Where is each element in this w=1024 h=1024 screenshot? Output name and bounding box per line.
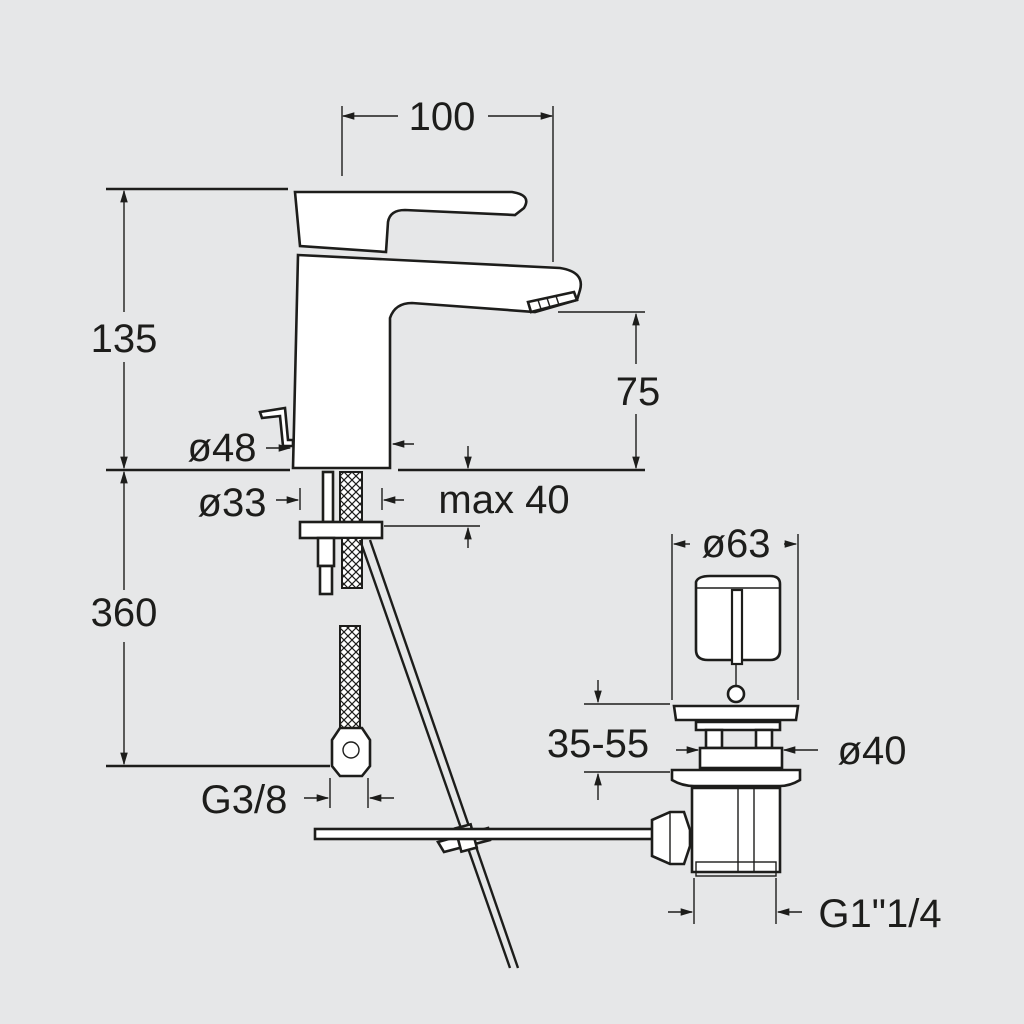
horizontal-rod bbox=[313, 810, 692, 866]
dim-drain-diameter: ø40 bbox=[838, 729, 907, 773]
faucet-body bbox=[258, 190, 583, 470]
pop-up-rod bbox=[358, 539, 520, 969]
dim-hose-thread: G3/8 bbox=[201, 778, 288, 822]
dim-base-diameter: ø48 bbox=[188, 426, 257, 470]
faucet-handle bbox=[293, 190, 528, 254]
waste-drain bbox=[670, 574, 802, 877]
dimension-lines bbox=[106, 106, 818, 924]
dim-width-top: 100 bbox=[409, 95, 476, 139]
dim-shank-diameter: ø33 bbox=[198, 481, 267, 525]
faucet-spout-body bbox=[291, 253, 583, 470]
drain-flange bbox=[672, 704, 800, 722]
popup-lever bbox=[258, 406, 295, 448]
mounting-plate bbox=[298, 520, 384, 540]
dim-spout-height: 75 bbox=[616, 370, 661, 414]
dim-drain-thread: G1"1/4 bbox=[818, 892, 941, 936]
dim-drain-range: 35-55 bbox=[547, 722, 649, 766]
drain-body bbox=[690, 786, 782, 874]
flexible-hose-lower bbox=[339, 625, 361, 729]
dim-max-thickness: max 40 bbox=[438, 478, 569, 522]
drain-nut bbox=[670, 768, 802, 788]
flexible-hose-upper bbox=[339, 471, 363, 525]
dim-height-total: 135 bbox=[91, 317, 158, 361]
hose-nut bbox=[330, 726, 372, 778]
dimension-labels: 100 135 75 ø48 ø33 max 40 360 G3/8 ø63 3… bbox=[91, 95, 942, 936]
dim-drain-head-diameter: ø63 bbox=[702, 522, 771, 566]
mounting-set bbox=[298, 470, 384, 778]
dim-hose-length: 360 bbox=[91, 591, 158, 635]
